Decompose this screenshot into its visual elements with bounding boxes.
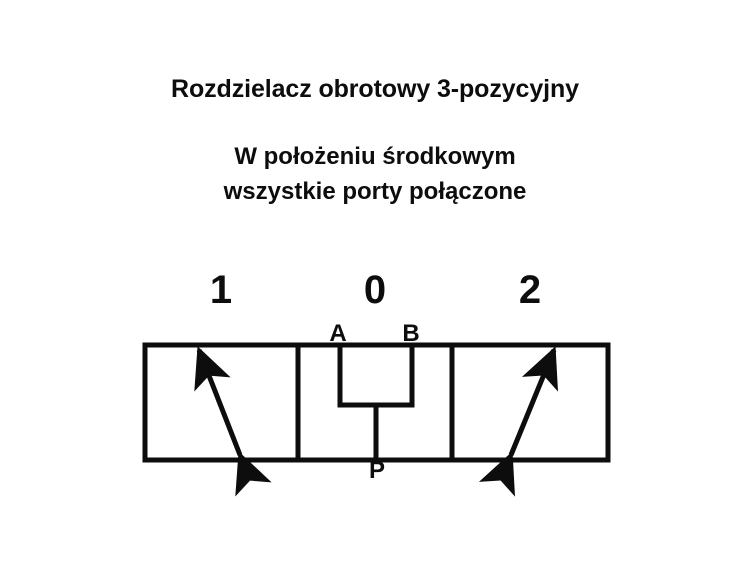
title-block: Rozdzielacz obrotowy 3-pozycyjny [0,74,750,105]
position-label-0: 0 [363,268,387,312]
subtitle-line-2: wszystkie porty połączone [223,177,527,205]
port-label-b: B [402,320,420,347]
port-label-p: P [368,457,385,484]
flow-arrow-left-line [194,346,272,497]
flow-arrow-position-2 [478,346,559,497]
flow-arrow-right-line [478,346,559,497]
ports-ab-bridge [337,345,415,408]
position-label-2: 2 [518,268,542,312]
flow-connection-position-0 [337,345,415,460]
subtitle-line-1: W położeniu środkowym [234,143,516,170]
subtitle-block: W położeniu środkowym wszystkie porty po… [0,140,750,210]
position-label-1: 1 [209,268,233,312]
flow-arrow-position-1 [194,346,272,497]
page-title: Rozdzielacz obrotowy 3-pozycyjny [171,75,579,103]
port-label-a: A [329,320,347,347]
